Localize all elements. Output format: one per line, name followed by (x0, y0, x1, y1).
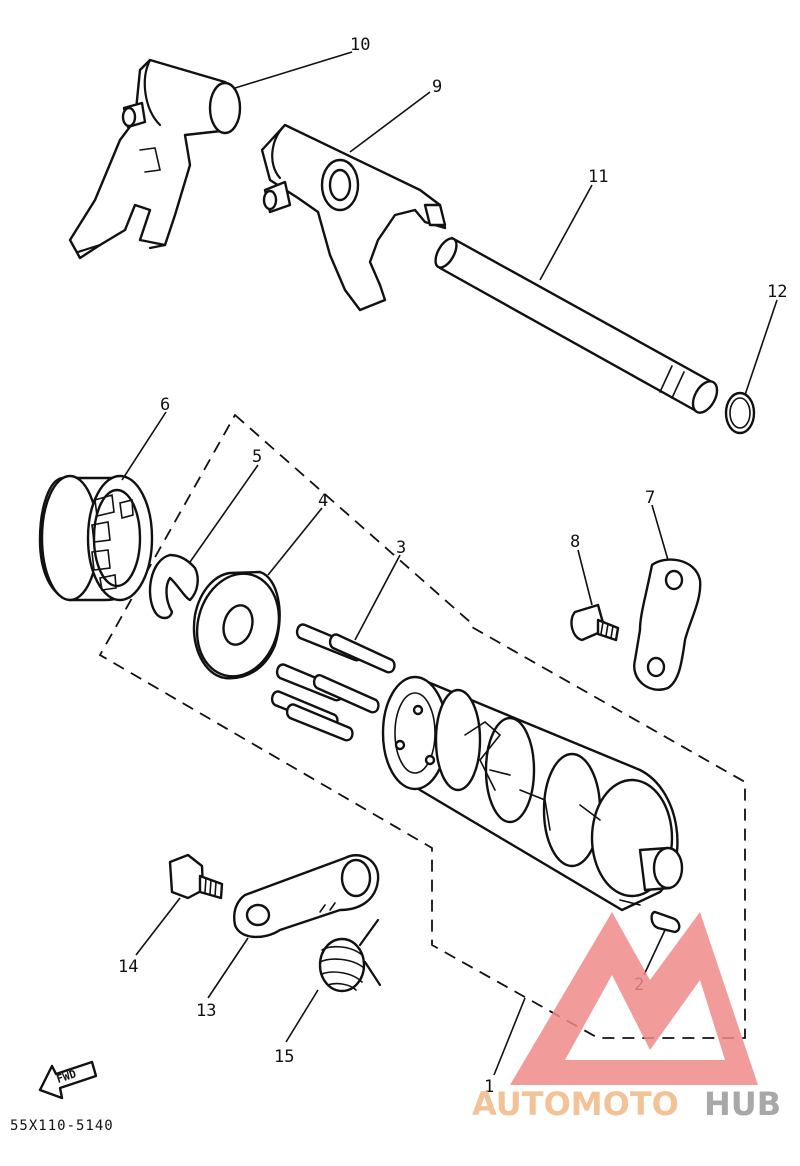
lever-13 (233, 854, 380, 939)
callout-3: 3 (396, 538, 406, 558)
shift-shaft-11 (434, 236, 719, 414)
watermark-text-automoto: AUTOMOTO (472, 1085, 679, 1123)
callout-8: 8 (570, 532, 580, 552)
circlip-5 (148, 553, 199, 620)
callout-1: 1 (484, 1077, 494, 1097)
shift-fork-9 (260, 123, 447, 312)
callout-4: 4 (318, 491, 328, 511)
washer-4 (192, 570, 281, 680)
assembly-boundary-dashed (98, 413, 746, 1039)
bearing-6 (38, 474, 154, 602)
diagram-code: 55X110-5140 (10, 1118, 114, 1134)
watermark-text-hub: HUB (704, 1085, 781, 1123)
callout-11: 11 (588, 167, 608, 187)
leader-lines (121, 51, 778, 1076)
callout-6: 6 (160, 395, 170, 415)
callout-10: 10 (350, 35, 370, 55)
callout-9: 9 (432, 77, 442, 97)
pin-2 (650, 910, 681, 934)
o-ring-12-inner (729, 397, 751, 429)
shift-fork-10 (68, 58, 242, 260)
stopper-plate-7 (633, 558, 702, 691)
watermark-logo: AUTOMOTO HUB (472, 912, 781, 1123)
callout-12: 12 (767, 282, 787, 302)
callout-13: 13 (196, 1001, 216, 1021)
shift-drum-1 (381, 675, 684, 912)
callout-5: 5 (252, 447, 262, 467)
fwd-arrow: FWD (38, 1060, 98, 1100)
pins-3 (270, 623, 396, 742)
callout-15: 15 (274, 1047, 294, 1067)
watermark-triangle-icon (510, 912, 758, 1085)
callout-14: 14 (118, 957, 138, 977)
fwd-label: FWD (55, 1067, 78, 1086)
bolt-14 (168, 853, 224, 900)
spring-15 (318, 918, 382, 993)
callout-7: 7 (645, 488, 655, 508)
bolt-8 (570, 603, 620, 642)
